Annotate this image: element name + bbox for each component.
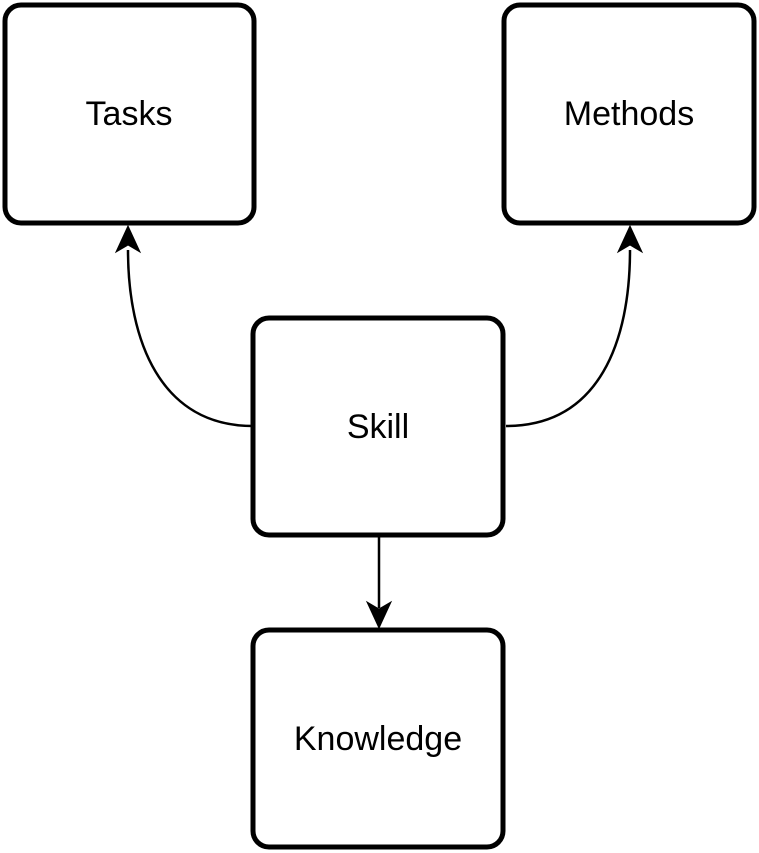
edge-skill-to-tasks <box>114 224 254 428</box>
edge-skill-to-tasks-line <box>126 249 254 428</box>
edge-skill-to-methods-line <box>505 249 632 428</box>
edge-skill-to-methods <box>505 224 644 428</box>
edge-skill-to-tasks-arrowhead <box>114 224 142 254</box>
node-skill: Skill <box>250 315 506 538</box>
node-knowledge: Knowledge <box>250 627 506 850</box>
edge-skill-to-methods-arrowhead <box>616 224 644 254</box>
node-methods-box <box>501 2 757 226</box>
node-tasks: Tasks <box>2 2 257 226</box>
node-methods: Methods <box>501 2 757 226</box>
node-methods-label: Methods <box>564 95 694 133</box>
edge-skill-to-knowledge-arrowhead <box>365 600 393 630</box>
node-skill-label: Skill <box>347 408 409 446</box>
edge-skill-to-knowledge <box>365 535 393 630</box>
node-tasks-box <box>2 2 257 226</box>
node-knowledge-box <box>250 627 506 850</box>
node-knowledge-label: Knowledge <box>294 720 462 758</box>
node-skill-box <box>250 315 506 538</box>
node-tasks-label: Tasks <box>86 95 173 133</box>
